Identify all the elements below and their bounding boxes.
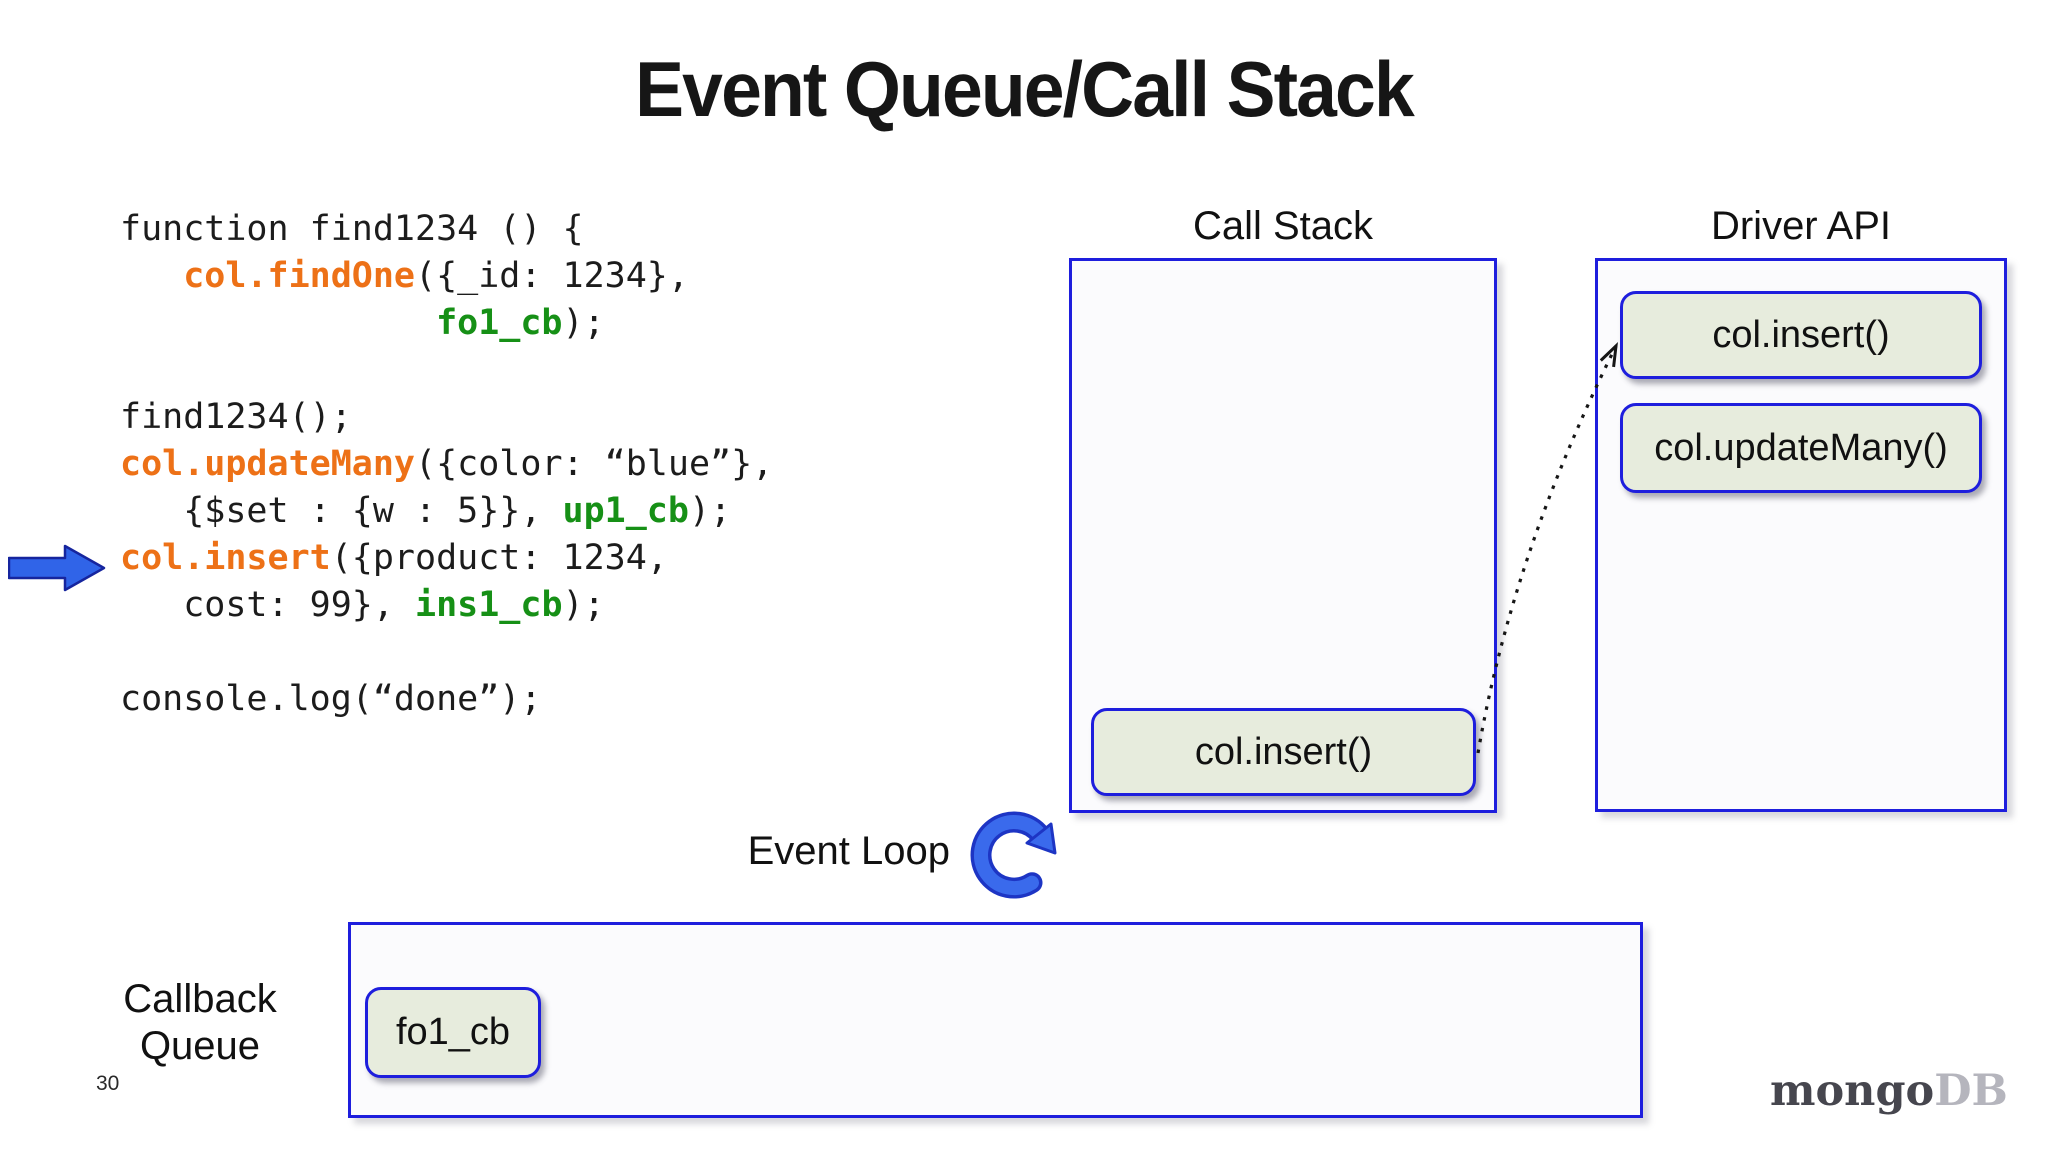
code-line — [120, 629, 773, 676]
code-line: col.updateMany({color: “blue”}, — [120, 444, 774, 484]
mongodb-logo: mongoDB — [1770, 1066, 2008, 1116]
code-line: col.insert({product: 1234, — [120, 538, 668, 578]
driver-api-label: Driver API — [1710, 204, 1892, 248]
code-line: {$set : {w : 5}}, up1_cb); — [120, 491, 732, 531]
code-line — [120, 347, 773, 394]
callback-chip: fo1_cb — [365, 987, 541, 1078]
api-call-chip: col.insert() — [1620, 291, 1982, 379]
page-number: 30 — [96, 1072, 120, 1095]
code-block: function find1234 () { col.findOne({_id:… — [120, 206, 773, 723]
code-line: console.log(“done”); — [120, 679, 542, 719]
callback-queue-label-line1: Callback — [123, 977, 277, 1021]
driver-api-box: col.insert() col.updateMany() — [1595, 258, 2007, 812]
stack-frame-chip: col.insert() — [1091, 708, 1476, 796]
callback-queue-label: Callback Queue — [90, 976, 310, 1070]
mongodb-logo-mongo: mongo — [1770, 1066, 1935, 1116]
api-call-chip: col.updateMany() — [1620, 403, 1982, 493]
call-stack-box: col.insert() — [1069, 258, 1497, 813]
code-line: fo1_cb); — [436, 303, 605, 343]
callback-queue-label-line2: Queue — [139, 1024, 261, 1068]
pointer-arrow-icon — [8, 544, 106, 592]
code-line: find1234(); — [120, 397, 352, 437]
code-line: cost: 99}, ins1_cb); — [120, 585, 605, 625]
event-loop-label: Event Loop — [747, 829, 950, 873]
call-stack-label: Call Stack — [1192, 204, 1374, 248]
event-loop-icon — [970, 811, 1057, 899]
code-line: function find1234 () { — [120, 209, 584, 249]
code-line: col.findOne({_id: 1234}, — [183, 256, 689, 296]
mongodb-logo-db: DB — [1934, 1066, 2008, 1116]
callback-queue-box: fo1_cb — [348, 922, 1643, 1118]
slide-title: Event Queue/Call Stack — [635, 45, 1415, 133]
